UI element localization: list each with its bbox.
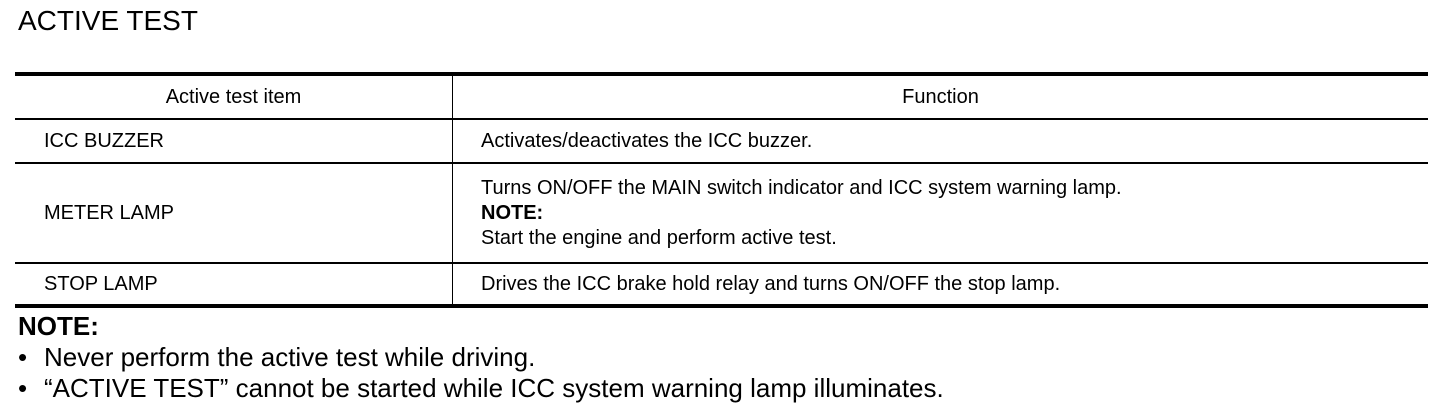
row-function-icc-buzzer: Activates/deactivates the ICC buzzer. [452,119,1428,164]
bullet-marker: • [18,342,28,372]
note-block: NOTE: • Never perform the active test whi… [18,311,944,404]
note-item-text: “ACTIVE TEST” cannot be started while IC… [44,373,944,403]
section-title: ACTIVE TEST [18,5,198,36]
active-test-table: Active test item Function ICC BUZZER Act… [15,72,1428,308]
row-item-stop-lamp: STOP LAMP [15,263,453,306]
note-item: • Never perform the active test while dri… [18,342,944,373]
row-item-meter-lamp: METER LAMP [15,163,453,264]
note-item: • “ACTIVE TEST” cannot be started while I… [18,373,944,404]
header-active-test-item: Active test item [15,74,453,120]
table-row: ICC BUZZER Activates/deactivates the ICC… [15,119,1428,164]
note-item-text: Never perform the active test while driv… [44,342,536,372]
row-function-stop-lamp: Drives the ICC brake hold relay and turn… [453,263,1429,306]
header-function: Function [452,74,1428,120]
table-header-row: Active test item Function [15,74,1428,120]
bullet-marker: • [18,373,28,403]
function-text: Activates/deactivates the ICC buzzer. [481,129,813,152]
function-note-label: NOTE: [481,201,544,224]
table-row: METER LAMP Turns ON/OFF the MAIN switch … [15,163,1428,264]
row-item-icc-buzzer: ICC BUZZER [15,119,453,164]
function-note-text: Start the engine and perform active test… [481,226,837,249]
function-text: Turns ON/OFF the MAIN switch indicator a… [481,176,1122,199]
note-heading: NOTE: [18,311,99,341]
function-text: Drives the ICC brake hold relay and turn… [481,272,1061,295]
row-function-meter-lamp: Turns ON/OFF the MAIN switch indicator a… [452,163,1428,264]
table-row: STOP LAMP Drives the ICC brake hold rela… [15,263,1428,306]
